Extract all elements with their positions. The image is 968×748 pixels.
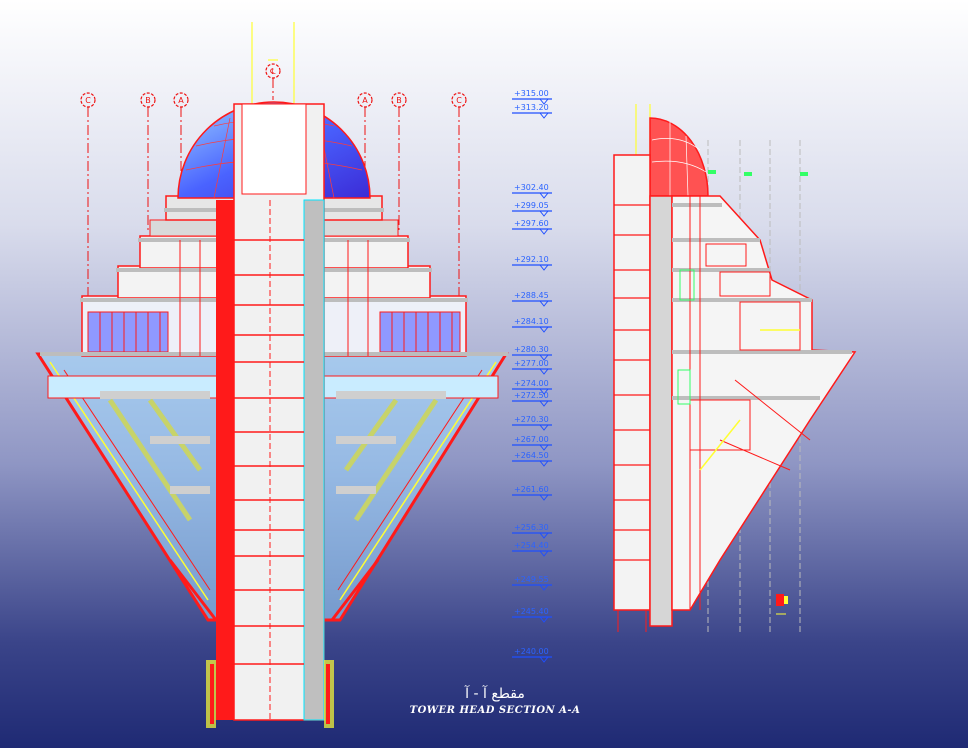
grid-label-c-right: C <box>456 96 462 105</box>
level-triangle-icon <box>539 400 549 407</box>
level-marker: +245.40 <box>512 607 552 623</box>
level-label: +297.60 <box>514 219 549 228</box>
grid-labels: C B A A B C ℄ <box>85 67 462 105</box>
antenna-mast <box>251 22 295 105</box>
level-triangle-icon <box>539 494 549 501</box>
level-marker: +254.40 <box>512 541 552 557</box>
grid-bubbles <box>80 63 467 108</box>
level-triangle-icon <box>539 192 549 199</box>
level-triangle-icon <box>539 368 549 375</box>
level-triangle-icon <box>539 550 549 557</box>
level-triangle-icon <box>539 656 549 663</box>
section-side <box>613 104 857 632</box>
level-label: +264.50 <box>514 451 549 460</box>
level-label: +315.00 <box>514 89 549 98</box>
level-marker: +274.00 <box>512 379 552 395</box>
level-marker: +256.30 <box>512 523 552 539</box>
level-label: +249.55 <box>514 575 549 584</box>
level-label: +274.00 <box>514 379 549 388</box>
centerline-marker: ℄ <box>270 67 276 76</box>
level-label: +256.30 <box>514 523 549 532</box>
level-label: +299.05 <box>514 201 549 210</box>
level-label: +280.30 <box>514 345 549 354</box>
grid-label-b-right: B <box>396 96 402 105</box>
grid-label-a-right: A <box>362 96 368 105</box>
level-label: +292.10 <box>514 255 549 264</box>
level-triangle-icon <box>539 264 549 271</box>
level-label: +245.40 <box>514 607 549 616</box>
level-label: +284.10 <box>514 317 549 326</box>
level-triangle-icon <box>539 424 549 431</box>
level-marker: +264.50 <box>512 451 552 467</box>
level-triangle-icon <box>539 326 549 333</box>
level-triangle-icon <box>539 616 549 623</box>
level-label: +270.30 <box>514 415 549 424</box>
level-triangle-icon <box>539 98 549 105</box>
level-label: +302.40 <box>514 183 549 192</box>
level-marker: +284.10 <box>512 317 552 333</box>
legend-block <box>776 594 788 615</box>
level-label: +267.00 <box>514 435 549 444</box>
level-triangle-icon <box>539 300 549 307</box>
level-marker: +292.10 <box>512 255 552 271</box>
level-marker: +315.00 <box>512 89 552 105</box>
level-label: +288.45 <box>514 291 549 300</box>
level-marker: +240.00 <box>512 647 552 663</box>
level-triangle-icon <box>539 444 549 451</box>
level-marker: +267.00 <box>512 435 552 451</box>
level-triangle-icon <box>539 354 549 361</box>
level-label: +272.50 <box>514 391 549 400</box>
level-marker: +272.50 <box>512 391 552 407</box>
level-marker: +249.55 <box>512 575 552 591</box>
level-triangle-icon <box>539 210 549 217</box>
level-label: +277.00 <box>514 359 549 368</box>
grid-label-a-left: A <box>178 96 184 105</box>
level-triangle-icon <box>539 388 549 395</box>
level-marker: +277.00 <box>512 359 552 375</box>
level-markers: +315.00 +313.20 +302.40 +299.05 +297.60 +292.… <box>512 89 552 663</box>
level-marker: +299.05 <box>512 201 552 217</box>
level-marker: +280.30 <box>512 345 552 361</box>
level-label: +240.00 <box>514 647 549 656</box>
grid-label-b-left: B <box>145 96 151 105</box>
level-marker: +302.40 <box>512 183 552 199</box>
caption-english: TOWER HEAD SECTION A-A <box>409 705 581 716</box>
section-a-a: C B A A B C ℄ <box>35 22 509 728</box>
drawing-caption: مقطع آ - آ TOWER HEAD SECTION A-A <box>380 686 610 716</box>
level-triangle-icon <box>539 228 549 235</box>
level-label: +254.40 <box>514 541 549 550</box>
level-triangle-icon <box>539 112 549 119</box>
level-triangle-icon <box>539 532 549 539</box>
level-triangle-icon <box>539 584 549 591</box>
level-marker: +288.45 <box>512 291 552 307</box>
grid-label-c-left: C <box>85 96 91 105</box>
level-label: +261.60 <box>514 485 549 494</box>
core-shaft <box>206 103 334 728</box>
level-marker: +270.30 <box>512 415 552 431</box>
level-label: +313.20 <box>514 103 549 112</box>
level-marker: +261.60 <box>512 485 552 501</box>
level-triangle-icon <box>539 460 549 467</box>
level-marker: +297.60 <box>512 219 552 235</box>
caption-arabic: مقطع آ - آ <box>465 686 525 702</box>
level-marker: +313.20 <box>512 103 552 119</box>
